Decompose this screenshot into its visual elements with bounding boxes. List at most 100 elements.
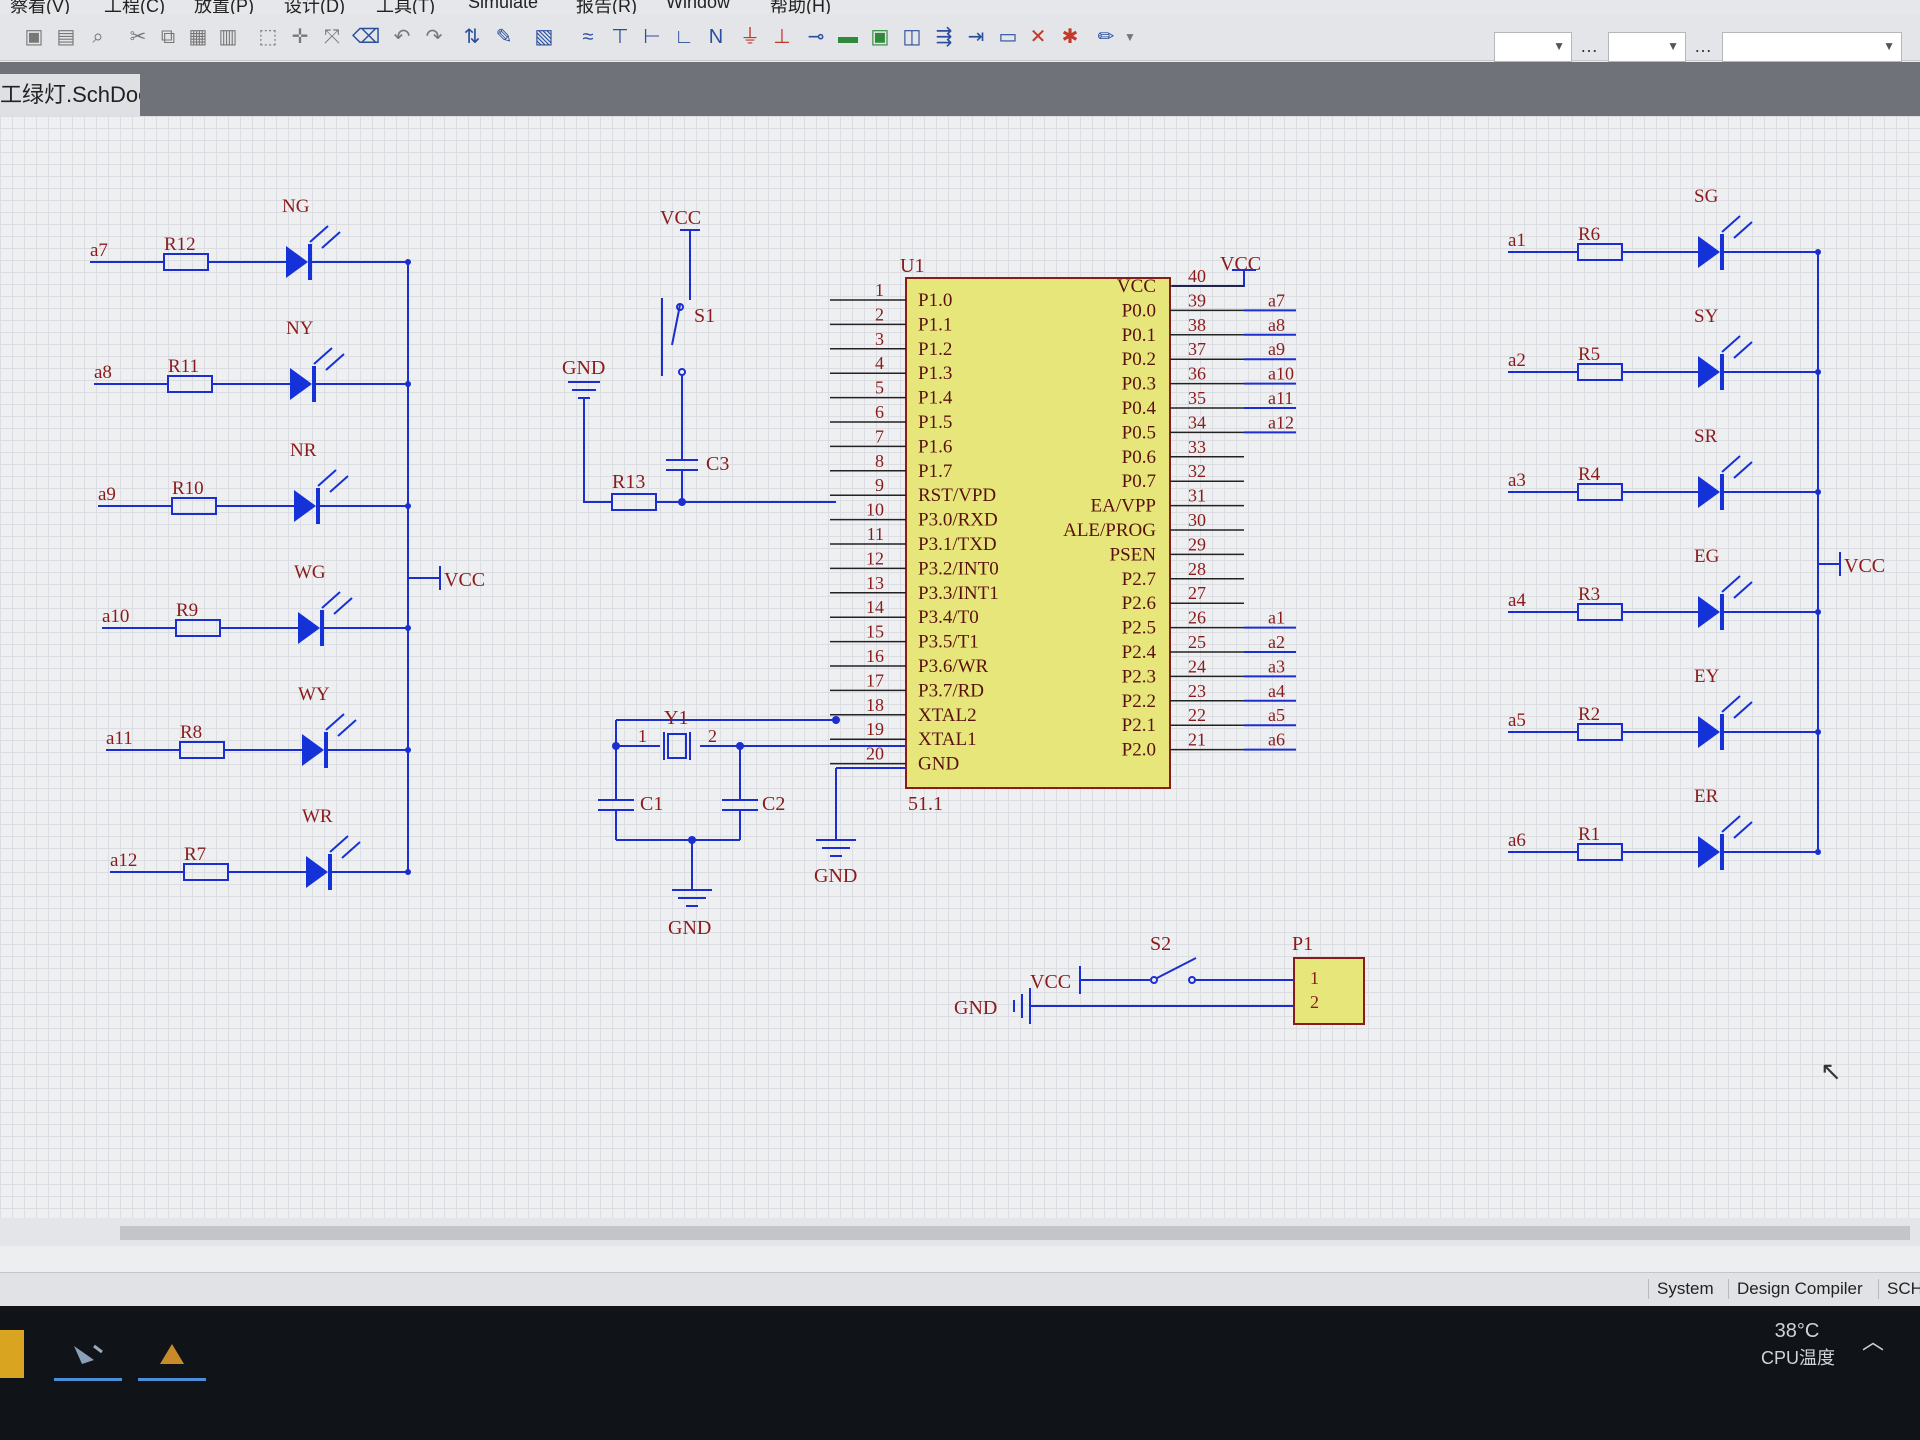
sheet-entry-icon[interactable]: ▣ [870, 26, 890, 48]
pin-number: 38 [1188, 315, 1206, 335]
cpu-temp-label: CPU温度 [1760, 1348, 1835, 1368]
s2-switch [1156, 957, 1197, 979]
pin-number: 13 [866, 573, 884, 593]
bus-icon[interactable]: ⊤ [611, 26, 629, 48]
device-sheet-icon[interactable]: ◫ [902, 26, 922, 48]
wire-icon[interactable]: ≈ [582, 26, 594, 48]
menu-simulate[interactable]: Simulate [468, 0, 539, 12]
panel-sch-button[interactable]: SCH [1878, 1279, 1920, 1299]
pin-name: P3.4/T0 [918, 607, 979, 628]
menu-tools[interactable]: 工具(T) [376, 0, 435, 14]
paste-icon[interactable]: ▦ [188, 26, 208, 48]
gnd-port-icon[interactable]: ⏚ [740, 26, 760, 48]
filter-combo-1[interactable]: ▼ [1494, 32, 1572, 62]
pencil-icon[interactable]: ✏ [1097, 26, 1115, 48]
select-area-icon[interactable]: ⬚ [258, 26, 278, 48]
menu-view[interactable]: 察看(V) [10, 0, 70, 14]
pin-name: P3.3/INT1 [918, 583, 999, 604]
r13-gnd-wire [568, 381, 612, 503]
net-label: a7 [90, 240, 108, 261]
cpu-temp-value: 38°C [1774, 1320, 1820, 1342]
filter-combo-3[interactable]: ▼ [1722, 32, 1902, 62]
more-icon[interactable]: … [1694, 36, 1712, 56]
s1-switch [671, 304, 681, 346]
rubber-stamp-icon[interactable]: ▥ [218, 26, 238, 48]
pin-number: 28 [1188, 559, 1206, 579]
move-icon[interactable]: ✛ [291, 26, 309, 48]
junction [405, 381, 411, 387]
more-icon[interactable]: … [1580, 36, 1598, 56]
save-all-icon[interactable]: ▤ [56, 26, 76, 48]
horizontal-scrollbar[interactable] [0, 1218, 1920, 1246]
gnd-label: GND [814, 865, 857, 887]
bus-entry-icon[interactable]: ⊢ [643, 26, 661, 48]
menu-project[interactable]: 工程(C) [104, 0, 165, 14]
harness-entry-icon[interactable]: ⇥ [967, 26, 985, 48]
harness-connector-icon[interactable]: ⇶ [935, 26, 953, 48]
chevron-down-icon: ▼ [1553, 39, 1565, 53]
menu-help[interactable]: 帮助(H) [770, 0, 831, 14]
panel-system-button[interactable]: System [1648, 1279, 1722, 1299]
sheet-symbol-icon[interactable]: ▬ [838, 26, 858, 48]
menu-report[interactable]: 报告(R) [576, 0, 637, 14]
clear-filter-icon[interactable]: ⌫ [352, 26, 381, 48]
chevron-down-icon[interactable]: ▼ [1124, 30, 1136, 44]
hierarchy-icon[interactable]: ⇅ [463, 26, 481, 48]
signal-harness-icon[interactable]: ∟ [674, 26, 694, 48]
pin-number: 40 [1188, 266, 1206, 286]
document-tab[interactable]: 工绿灯.SchDoc [0, 74, 140, 116]
led-label: WR [302, 806, 333, 827]
menu-window[interactable]: Window [666, 0, 731, 12]
led-diode [1698, 356, 1720, 388]
cut-icon[interactable]: ✂ [129, 26, 147, 48]
pin-name: P2.6 [1122, 593, 1156, 614]
gnd-label: GND [562, 357, 605, 379]
deselect-icon[interactable]: ⤧ [324, 26, 340, 48]
undo-icon[interactable]: ↶ [393, 26, 411, 48]
menu-design[interactable]: 设计(D) [284, 0, 345, 14]
pin-number: 17 [866, 670, 884, 690]
led-emission-arrows [1721, 215, 1753, 239]
save-icon[interactable]: ▣ [24, 26, 44, 48]
app-task-icon[interactable] [54, 1330, 122, 1381]
led-diode [286, 246, 308, 278]
filter-combo-2[interactable]: ▼ [1608, 32, 1686, 62]
y1-label: Y1 [664, 707, 688, 729]
browse-icon[interactable]: ▧ [534, 26, 554, 48]
net-label-icon[interactable]: N [708, 26, 724, 48]
altium-task-icon[interactable] [138, 1330, 206, 1381]
menu-place[interactable]: 放置(P) [194, 0, 254, 14]
panel-design-compiler-button[interactable]: Design Compiler [1728, 1279, 1871, 1299]
s2-contact [1188, 976, 1196, 984]
port-icon[interactable]: ▭ [998, 26, 1018, 48]
net-label: a9 [1268, 339, 1285, 359]
crossprobe-icon[interactable]: ✎ [495, 26, 513, 48]
right-vcc-label: VCC [1844, 555, 1885, 577]
compile-mask-icon[interactable]: ✱ [1061, 26, 1079, 48]
file-explorer-icon[interactable] [0, 1330, 24, 1378]
no-erc-icon[interactable]: ✕ [1029, 26, 1047, 48]
net-label: a11 [1268, 388, 1293, 408]
gnd-label: GND [668, 917, 711, 939]
vcc-port-icon[interactable]: ⊥ [773, 26, 791, 48]
part-icon[interactable]: ⊸ [807, 26, 825, 48]
copy-icon[interactable]: ⧉ [160, 26, 176, 48]
redo-icon[interactable]: ↷ [425, 26, 443, 48]
chevron-up-icon[interactable]: ︿ [1862, 1329, 1885, 1354]
u1-body [905, 277, 1171, 789]
junction [688, 836, 696, 844]
scrollbar-thumb[interactable] [120, 1226, 1910, 1240]
zoom-icon[interactable]: ⌕ [92, 26, 104, 48]
